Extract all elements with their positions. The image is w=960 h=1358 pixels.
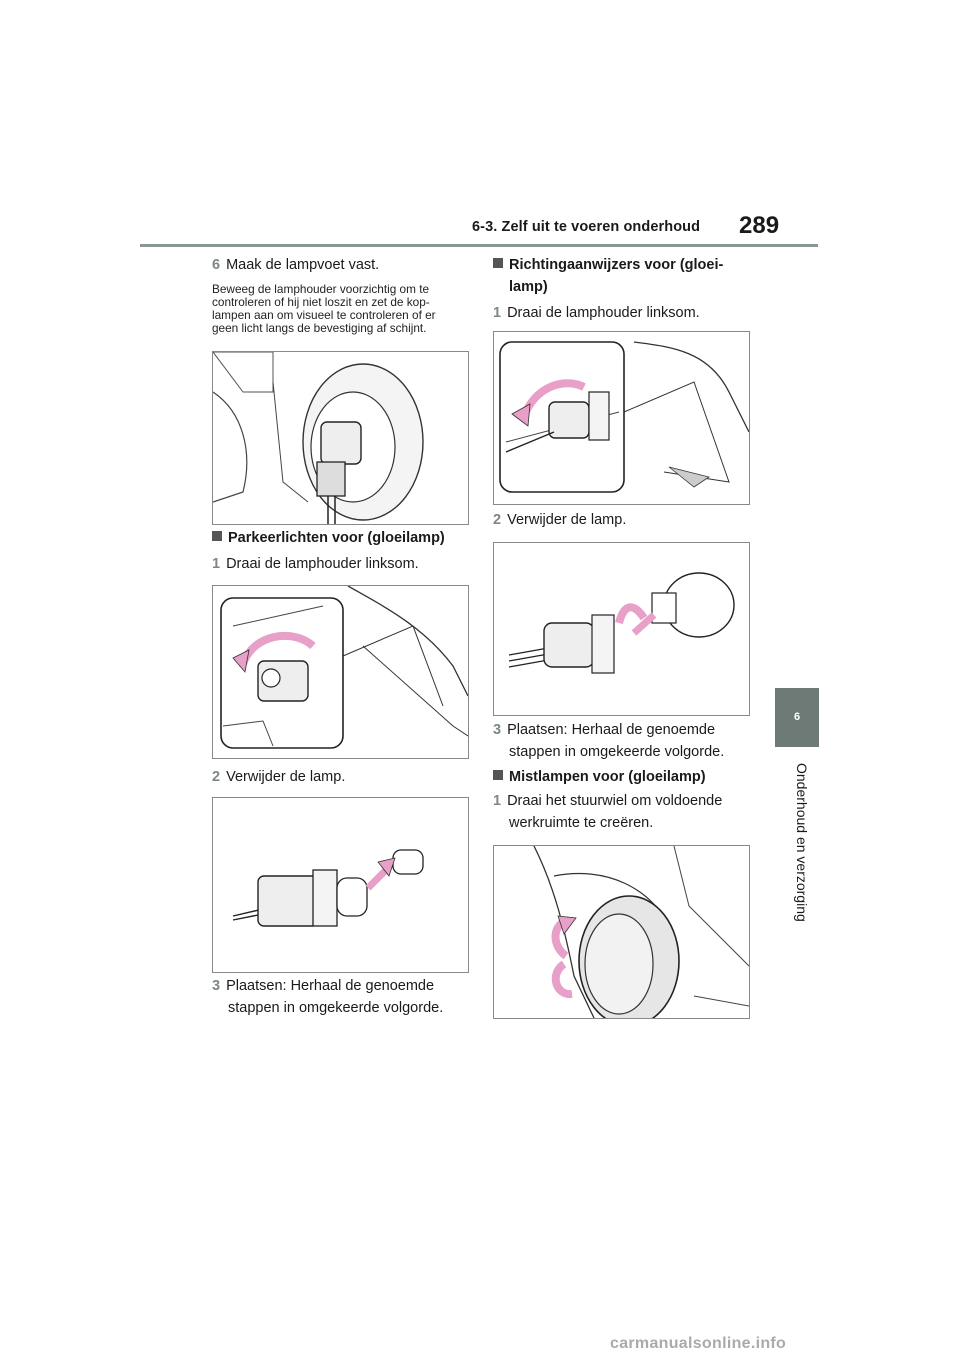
figure-turn-bulb (493, 542, 750, 716)
page-number: 289 (739, 212, 780, 239)
figure-lampvoet (212, 351, 469, 525)
square-bullet-icon (212, 531, 222, 541)
note-text: Beweeg de lamphouder voorzichtig om te c… (212, 282, 436, 335)
heading-parking-lights: Parkeerlichten voor (gloeilamp) (212, 527, 445, 549)
heading-fog-lights: Mistlampen voor (gloeilamp) (493, 766, 706, 788)
square-bullet-icon (493, 770, 503, 780)
figure-fog-wheel (493, 845, 750, 1019)
figure-turn-rotate (493, 331, 750, 505)
figure-parking-rotate (212, 585, 469, 759)
section-title: 6-3. Zelf uit te voeren onderhoud (472, 219, 701, 235)
heading-turn-signals: Richtingaanwijzers voor (gloei- lamp) (493, 254, 723, 298)
header-rule (140, 244, 818, 247)
square-bullet-icon (493, 258, 503, 268)
watermark: carmanualsonline.info (610, 1335, 787, 1352)
figure-parking-bulb (212, 797, 469, 973)
chapter-label: Onderhoud en verzorging (794, 763, 810, 922)
chapter-tab[interactable]: 6 (775, 688, 819, 747)
